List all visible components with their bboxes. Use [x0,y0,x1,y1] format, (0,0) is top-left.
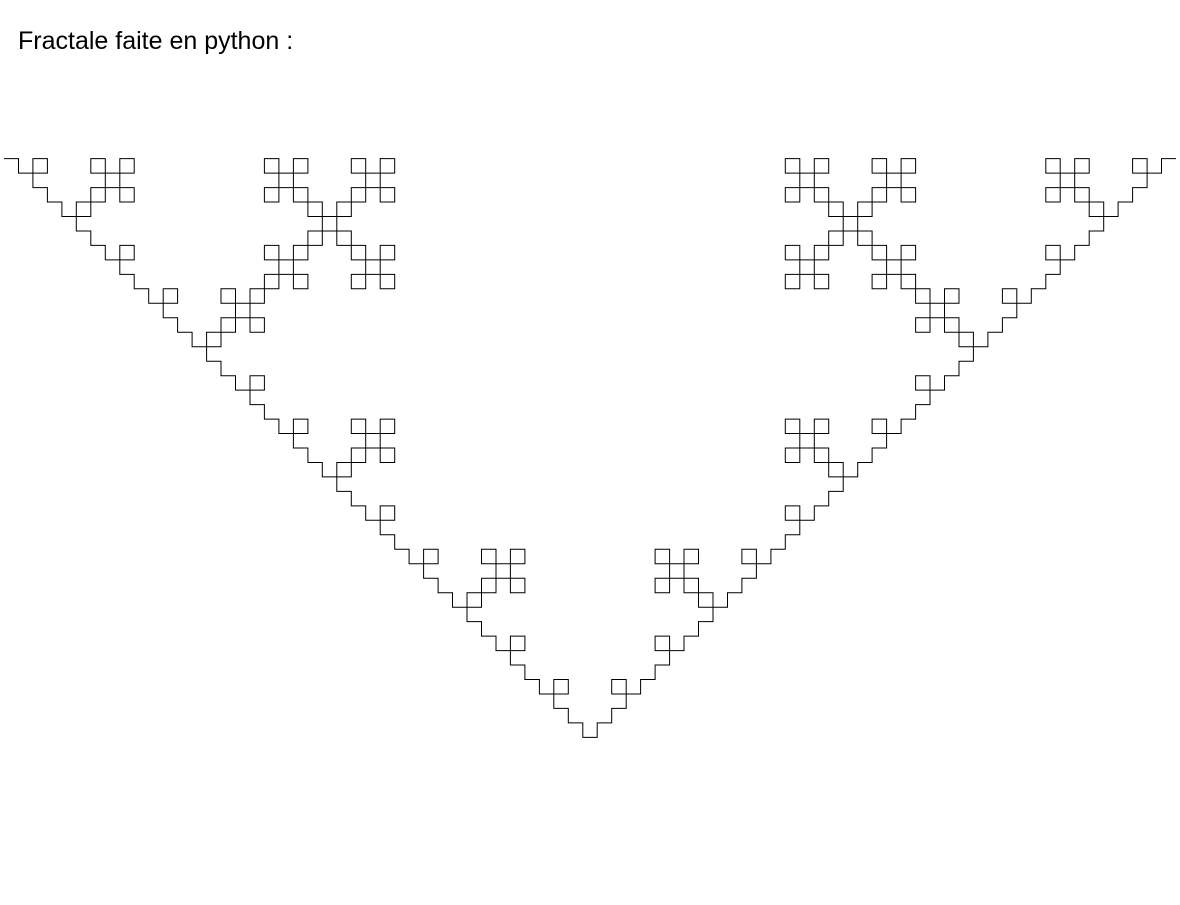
fractal-curve [4,158,1176,738]
page-title: Fractale faite en python : [18,27,294,55]
fractal-curve-group [4,158,1176,738]
